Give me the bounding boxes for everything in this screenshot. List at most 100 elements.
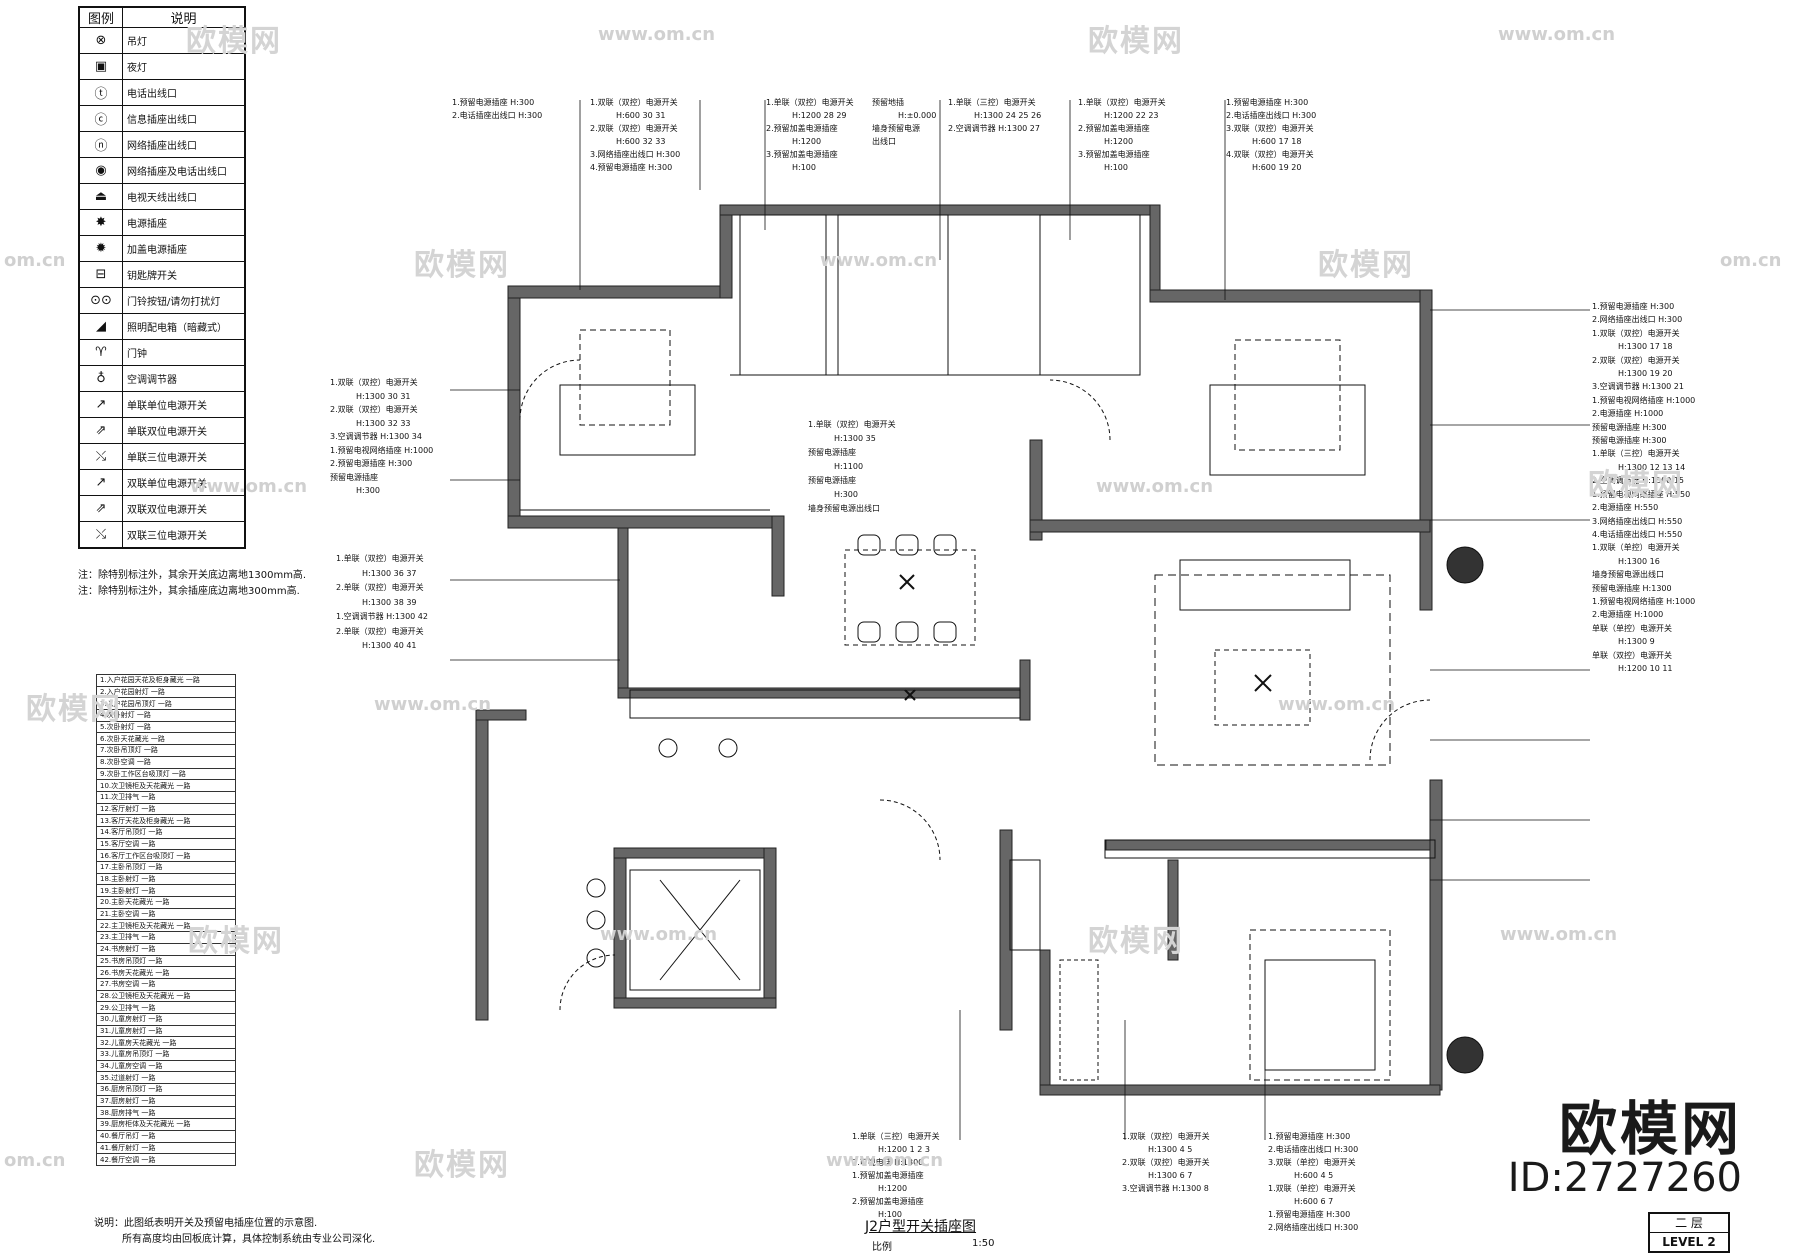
circuit-label: 4.次卧射灯 一路 xyxy=(96,709,236,722)
circuit-label: 26.书房天花藏光 一路 xyxy=(96,966,236,979)
annotation-line: 2.电源插座 H:1000 xyxy=(1592,610,1664,620)
circuit-row: 28.公卫镜柜及天花藏光 一路 xyxy=(96,989,236,1003)
circuit-row: 22.主卫镜柜及天花藏光 一路 xyxy=(96,919,236,933)
network-socket-icon: ⓝ xyxy=(78,131,123,158)
annotation-line: 墙身预留电源 xyxy=(872,124,920,133)
annotation-line: 预留电源插座 xyxy=(808,448,856,457)
legend-row: ⤯双联三位电源开关 xyxy=(78,521,246,549)
annotation-line: H:1300 36 37 xyxy=(362,568,417,578)
annotation-line: H:600 17 18 xyxy=(1252,137,1302,146)
kitchen-counter xyxy=(629,689,1021,719)
legend-row: ⏏电视天线出线口 xyxy=(78,183,246,210)
circuit-label: 14.客厅吊顶灯 一路 xyxy=(96,825,236,839)
circuit-label: 21.主卧空调 一路 xyxy=(96,907,236,921)
protected-socket-icon: ✹ xyxy=(78,235,123,262)
circuit-label: 19.主卧射灯 一路 xyxy=(96,884,236,898)
annotation-line: H:100 xyxy=(792,163,816,172)
note-switch-height: 注：除特别标注外，其余开关底边离地1300mm高. xyxy=(78,570,307,581)
notes-top: 注：除特别标注外，其余开关底边离地1300mm高. 注：除特别标注外，其余插座底… xyxy=(78,568,306,600)
annotation-line: 1.单联（双控）电源开关 xyxy=(1078,98,1166,107)
bed-kids xyxy=(559,384,696,456)
annotation-line: 2.预留电源插座 H:300 xyxy=(330,459,413,468)
circuit-row: 21.主卧空调 一路 xyxy=(96,907,236,921)
circuit-row: 25.书房吊顶灯 一路 xyxy=(96,954,236,968)
annotation-line: 4.电话插座出线口 H:550 xyxy=(1592,529,1683,539)
legend-row: ⊟钥匙牌开关 xyxy=(78,261,246,288)
annotation-line: 2.单联（双控）电源开关 xyxy=(336,583,424,592)
legend-row-label: 双联三位电源开关 xyxy=(122,521,246,549)
circuit-label: 42.餐厅空调 一路 xyxy=(96,1153,236,1166)
annotation-line: 3.双联（双控）电源开关 xyxy=(1226,124,1314,133)
circuit-label: 5.次卧射灯 一路 xyxy=(96,720,236,734)
circuit-row: 2.入户花园射灯 一路 xyxy=(96,685,236,699)
watermark-brand-8: 欧模网 xyxy=(1088,924,1184,959)
annotation-line: H:1300 24 25 26 xyxy=(974,111,1042,120)
annotation-line: H:±0.000 xyxy=(898,111,937,120)
circuit-row: 19.主卧射灯 一路 xyxy=(96,884,236,898)
annotation-line: 预留电源插座 xyxy=(330,472,378,482)
watermark-url-5: om.cn xyxy=(4,250,66,271)
level-cn: 二 层 xyxy=(1650,1214,1728,1233)
annotation-line: 1.预留电源插座 H:300 xyxy=(1592,302,1675,311)
annotation-line: 3.网络插座出线口 H:550 xyxy=(1592,516,1683,526)
circuit-label: 11.次卫排气 一路 xyxy=(96,790,236,804)
legend-row-label: 单联单位电源开关 xyxy=(122,391,246,418)
legend-row: ✹加盖电源插座 xyxy=(78,235,246,262)
annotation-line: 1.预留电源插座 H:300 xyxy=(1268,1210,1351,1219)
annotation-line: 预留电源插座 H:300 xyxy=(1592,422,1667,432)
annotation-line: 2.网络插座出线口 H:300 xyxy=(1268,1223,1359,1232)
circuit-label: 13.客厅天花及柜身藏光 一路 xyxy=(96,814,236,827)
annotation-line: H:1300 17 18 xyxy=(1618,342,1673,352)
circuit-label: 9.次卧工作区台吸顶灯 一路 xyxy=(96,767,236,781)
watermark-url-7: www.om.cn xyxy=(1096,476,1214,497)
annotation-line: 1.预留电视网络插座 H:1000 xyxy=(330,445,434,455)
circuit-row: 27.书房空调 一路 xyxy=(96,977,236,991)
circuit-label: 2.入户花园射灯 一路 xyxy=(96,685,236,699)
watermark-url-2: www.om.cn xyxy=(1498,24,1616,45)
watermark-brand-9: 欧模网 xyxy=(414,1148,510,1183)
circuit-label: 7.次卧吊顶灯 一路 xyxy=(96,744,236,757)
double-switch-2-icon: ⇗ xyxy=(78,495,123,522)
lighting-panel-icon: ◢ xyxy=(78,313,123,340)
annotation-line: 1.双联（单控）电源开关 xyxy=(1268,1184,1356,1193)
legend-row: ↗双联单位电源开关 xyxy=(78,469,246,496)
circuit-row: 20.主卧天花藏光 一路 xyxy=(96,896,236,909)
annotation-line: 1.预留电源插座 H:300 xyxy=(1268,1132,1351,1141)
legend-row-label: 空调调节器 xyxy=(122,365,246,392)
circuit-label: 12.客厅射灯 一路 xyxy=(96,802,236,816)
note-schematic: 说明：此图纸表明开关及预留电插座位置的示意图. xyxy=(94,1218,318,1229)
annotation-line: 3.预留加盖电源插座 xyxy=(1078,150,1150,159)
annotation-line: H:1300 6 7 xyxy=(1148,1171,1193,1180)
annotation-line: 1.双联（单控）电源开关 xyxy=(1592,543,1680,553)
circuit-row: 12.客厅射灯 一路 xyxy=(96,802,236,816)
circuit-label: 10.次卫镜柜及天花藏光 一路 xyxy=(96,779,236,792)
annotation-line: 1.双联（双控）电源开关 xyxy=(1592,328,1680,338)
annotation-line: 3.空调调节器 H:1300 34 xyxy=(330,432,422,441)
annotation-line: H:1300 38 39 xyxy=(362,597,417,607)
level-en: LEVEL 2 xyxy=(1662,1235,1716,1249)
circuit-row: 14.客厅吊顶灯 一路 xyxy=(96,825,236,839)
legend-row-label: 网络插座出线口 xyxy=(122,131,246,158)
circuit-row: 8.次卧空调 一路 xyxy=(96,755,236,769)
watermark-url-10: www.om.cn xyxy=(600,924,718,945)
watermark-url-12: om.cn xyxy=(4,1150,66,1171)
annotation-line: 3.双联（单控）电源开关 xyxy=(1268,1158,1356,1167)
annotation-line: 2.预留加盖电源插座 xyxy=(852,1197,924,1206)
wc-2 xyxy=(1039,214,1141,376)
circuit-row: 16.客厅工作区台吸顶灯 一路 xyxy=(96,849,236,862)
watermark-brand-1: 欧模网 xyxy=(186,24,282,59)
legend-row-label: 夜灯 xyxy=(122,53,246,80)
dining-table xyxy=(844,549,976,646)
